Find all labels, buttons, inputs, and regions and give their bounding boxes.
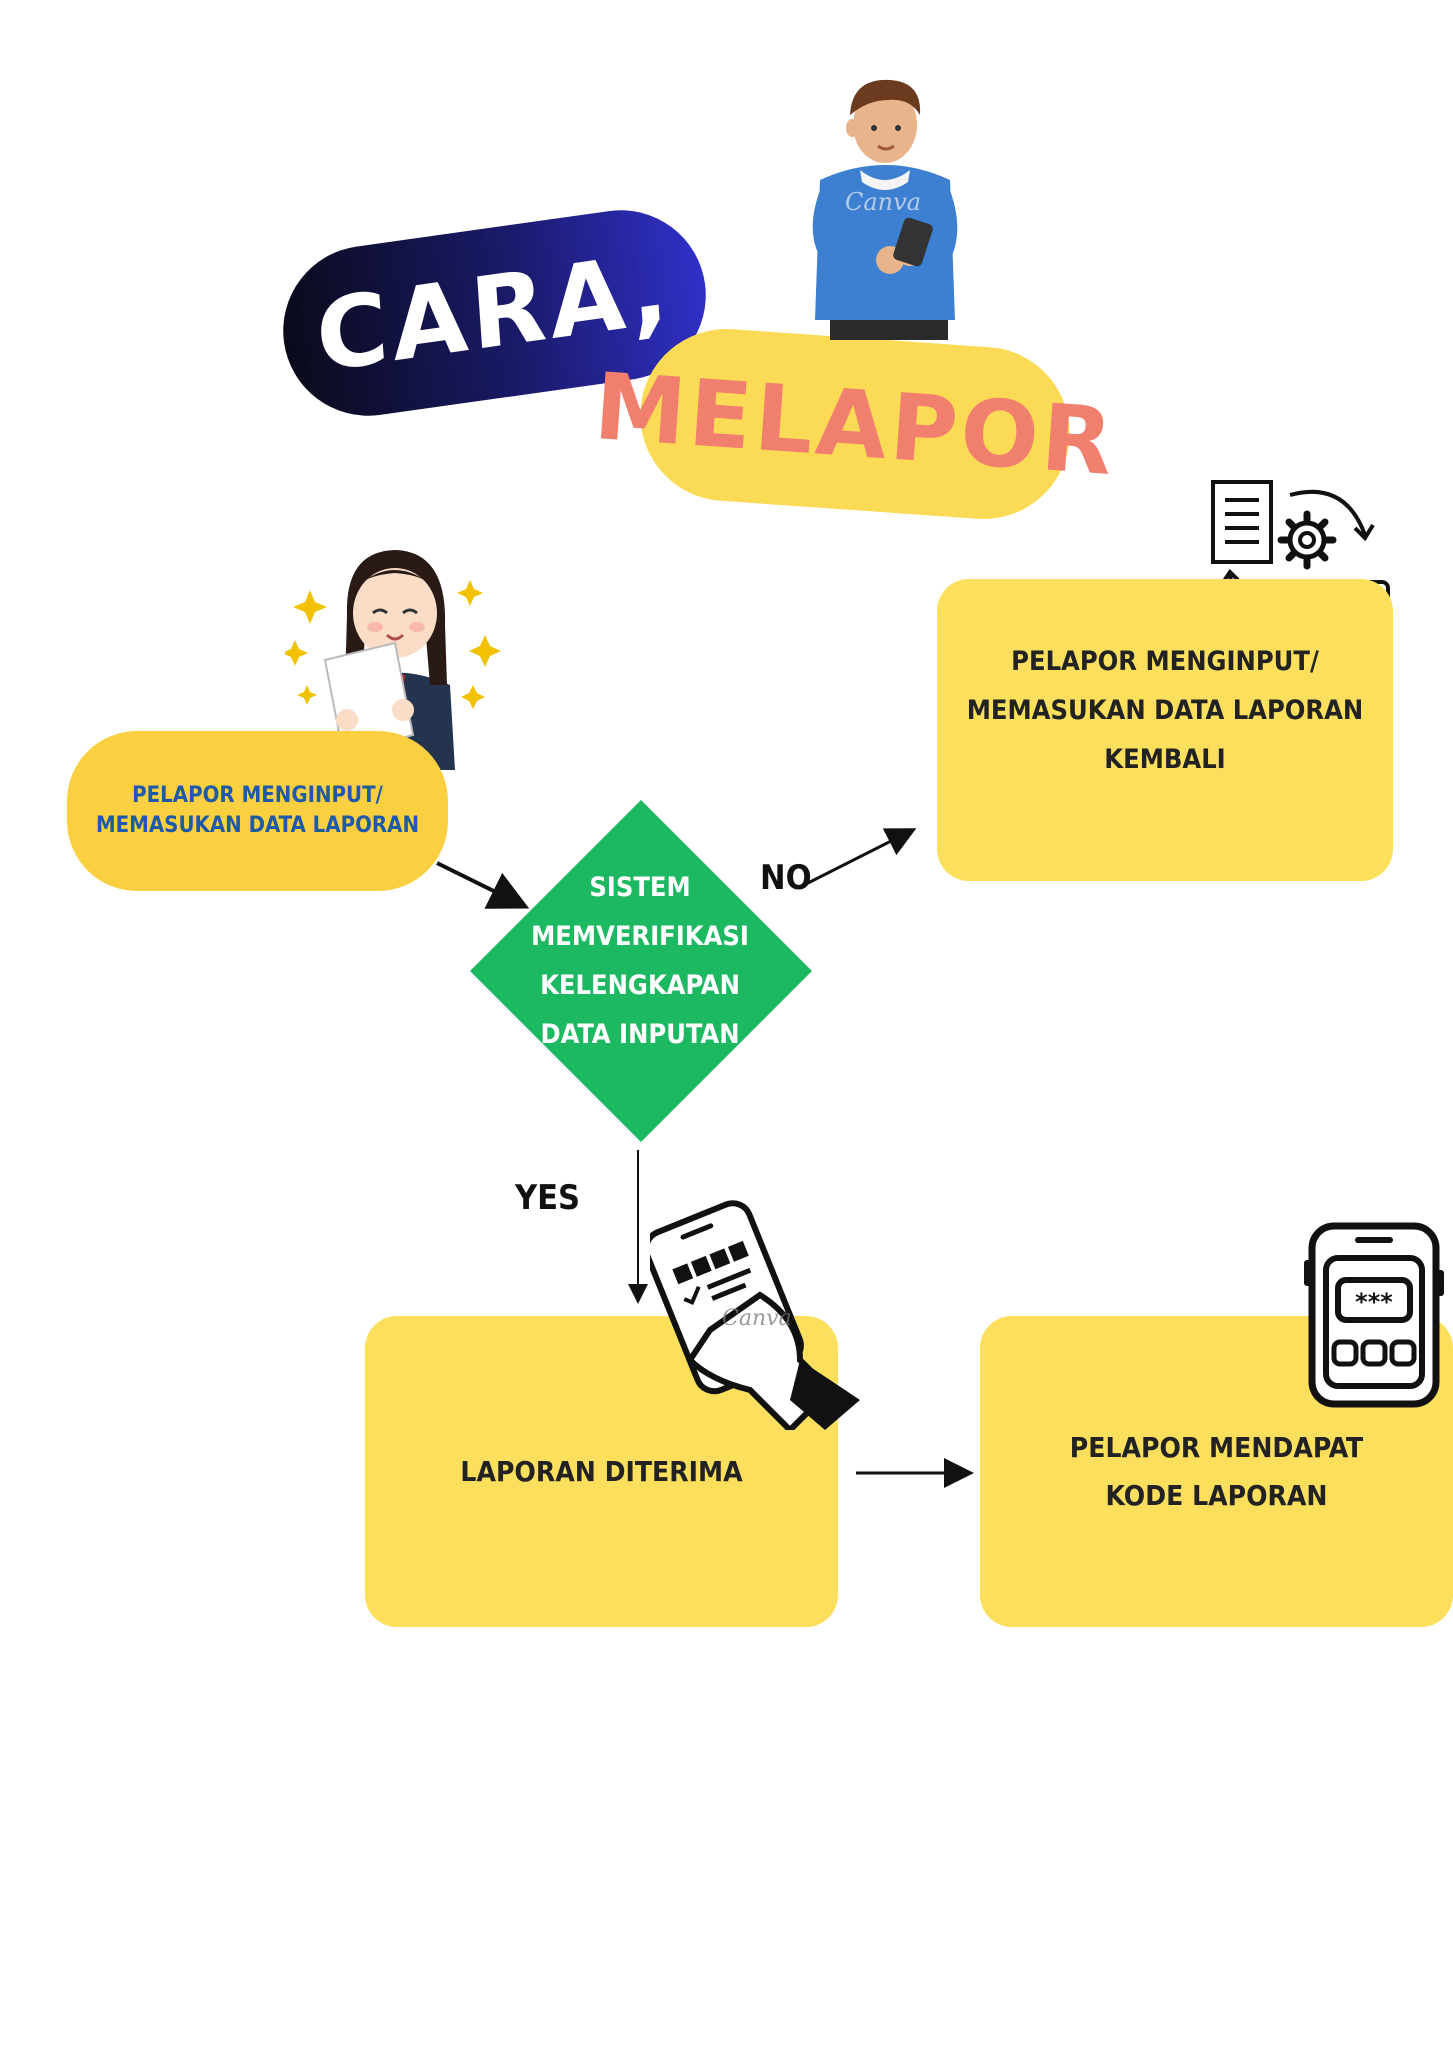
- step-input-again: PELAPOR MENGINPUT/ MEMASUKAN DATA LAPORA…: [937, 579, 1393, 881]
- arrow-no-to-retry: [807, 828, 917, 885]
- step-input-again-text: PELAPOR MENGINPUT/ MEMASUKAN DATA LAPORA…: [966, 645, 1364, 775]
- decision-text: SISTEM MEMVERIFIKASI KELENGKAPAN DATA IN…: [531, 872, 749, 1050]
- svg-text:Canva: Canva: [845, 188, 921, 216]
- label-no: NO: [760, 858, 812, 898]
- step-input-report-text: PELAPOR MENGINPUT/ MEMASUKAN DATA LAPORA…: [95, 783, 420, 838]
- man-with-phone-icon: Canva: [812, 79, 958, 340]
- phone-password-icon: ***: [1304, 1222, 1444, 1408]
- hand-holding-phone-icon: Canva: [650, 1200, 860, 1430]
- label-yes: YES: [515, 1178, 581, 1218]
- decision-diamond: [470, 800, 812, 1142]
- svg-text:***: ***: [1355, 1288, 1393, 1316]
- title-pill-melapor: MELAPOR: [591, 323, 1119, 525]
- svg-text:Canva: Canva: [722, 1306, 792, 1331]
- title-melapor: MELAPOR: [591, 352, 1119, 496]
- step-input-report: PELAPOR MENGINPUT/ MEMASUKAN DATA LAPORA…: [67, 731, 448, 891]
- step-get-code-text: PELAPOR MENDAPAT KODE LAPORAN: [1069, 1430, 1364, 1512]
- step-report-accepted-text: LAPORAN DITERIMA: [460, 1455, 743, 1488]
